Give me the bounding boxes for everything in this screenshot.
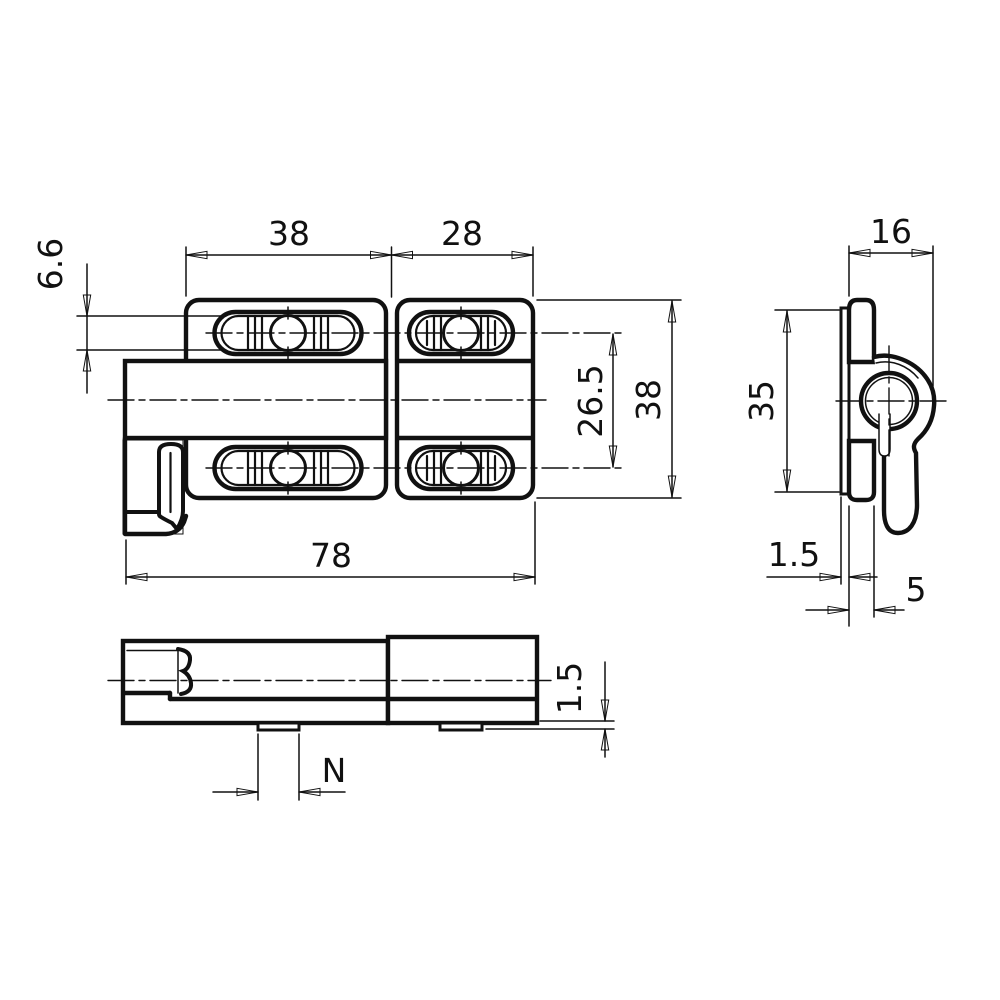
side-view: 16 35 1.5 5 xyxy=(742,212,948,627)
front-view: 38 28 6.6 26.5 xyxy=(31,214,682,585)
dim-overall-length: 78 xyxy=(125,501,536,585)
dim-plate-height: 35 xyxy=(742,309,840,493)
dim-plate-thickness: 1.5 xyxy=(766,496,878,627)
body-lower xyxy=(846,438,877,503)
dim-left-plate-width: 38 xyxy=(185,214,393,298)
dim-label: 16 xyxy=(870,212,912,251)
dim-label: N xyxy=(322,751,347,790)
dim-label: 35 xyxy=(742,380,781,422)
dim-label: 38 xyxy=(629,379,668,421)
dim-tab-protrusion: 1.5 xyxy=(485,661,615,758)
dim-body-depth: 5 xyxy=(805,505,927,618)
dim-label: 78 xyxy=(310,536,352,575)
dim-label: 1.5 xyxy=(768,535,820,574)
dim-slot-width: 6.6 xyxy=(31,238,223,394)
dim-label: 28 xyxy=(441,214,483,253)
roller-slot xyxy=(878,413,891,457)
latch-hook-front xyxy=(122,435,189,537)
dim-tab-width: N xyxy=(212,733,347,801)
dim-overall-depth: 16 xyxy=(848,212,934,387)
body-upper xyxy=(846,297,877,365)
dim-label: 38 xyxy=(268,214,310,253)
dim-row-spacing: 26.5 xyxy=(571,333,618,468)
dim-label: 5 xyxy=(906,570,927,609)
dim-label: 26.5 xyxy=(571,364,610,437)
locating-tab xyxy=(256,721,301,732)
hook-curl-bottom xyxy=(126,647,194,696)
dim-label: 1.5 xyxy=(550,662,589,714)
dim-label: 6.6 xyxy=(31,238,70,290)
bottom-view: N 1.5 xyxy=(107,634,615,801)
locating-tab xyxy=(438,721,484,732)
dim-right-plate-width: 28 xyxy=(390,214,534,297)
bolt-housing-bottom xyxy=(120,638,391,726)
dim-height: 38 xyxy=(536,299,682,499)
